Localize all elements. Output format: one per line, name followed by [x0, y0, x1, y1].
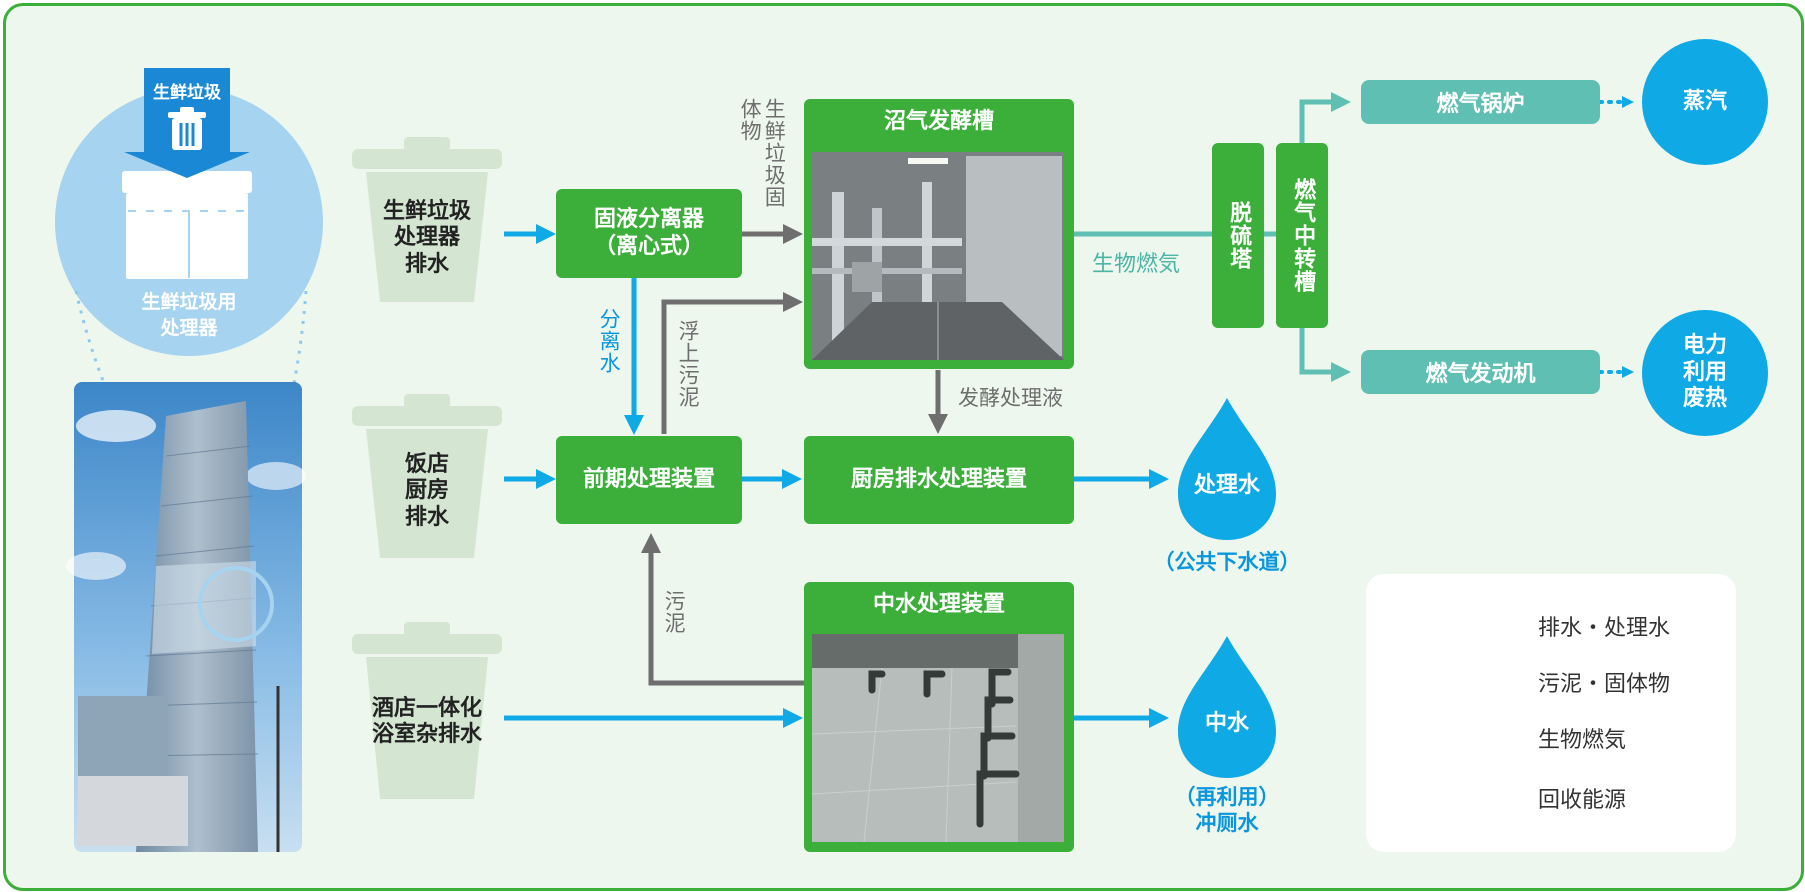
separated-water-label: 分离水 — [597, 308, 622, 374]
floating-sludge-label: 浮上污泥 — [676, 320, 701, 408]
greywater-treatment-label: 中水处理装置 — [872, 592, 1005, 617]
fermentation-label: 沼气发酵槽 — [883, 109, 994, 134]
generator-label: 燃气发动机 — [1425, 362, 1536, 387]
sludge-label: 污泥 — [662, 590, 687, 634]
steam-label: 蒸汽 — [1682, 88, 1727, 114]
generator-box: 燃气发动机 — [1361, 350, 1600, 394]
treated-water-note: （公共下水道） — [1153, 550, 1301, 574]
separator-box: 固液分离器 （离心式） — [556, 189, 742, 278]
disposer-top-label: 生鲜垃圾 — [153, 83, 221, 103]
kitchen-treatment-box: 厨房排水处理装置 — [804, 436, 1074, 524]
pretreatment-box: 前期处理装置 — [556, 436, 742, 524]
trash-icon — [168, 107, 206, 150]
kitchen-treatment-label: 厨房排水处理装置 — [850, 466, 1027, 492]
diagram-frame: 生鲜垃圾 生鲜垃圾用 处理器 生鲜垃圾 处理器 排水 饭店 厨房 排水 酒店一体… — [3, 3, 1804, 891]
boiler-box: 燃气锅炉 — [1361, 80, 1600, 124]
legend: 排水・处理水 污泥・固体物 生物燃気 回收能源 — [1366, 574, 1736, 852]
desulfurization-label: 脱硫塔 — [1226, 201, 1252, 270]
desulfurization-box: 脱硫塔 — [1212, 143, 1264, 328]
fermentation-photo-overlay — [812, 152, 1064, 360]
greywater-note: （再利用） 冲厕水 — [1174, 785, 1280, 836]
source-kitchen-disposer: 生鲜垃圾 处理器 排水 — [382, 199, 471, 277]
greywater-label: 中水 — [1204, 711, 1249, 736]
bin-icon-2 — [352, 394, 502, 558]
legend-item-water: 排水・处理水 — [1538, 616, 1671, 641]
boiler-label: 燃气锅炉 — [1436, 92, 1525, 117]
legend-item-biogas: 生物燃気 — [1538, 728, 1627, 753]
pretreatment-label: 前期处理装置 — [582, 466, 715, 492]
bin-icon-1 — [352, 137, 502, 302]
gas-tank-box: 燃气中转槽 — [1276, 143, 1328, 328]
legend-item-energy: 回收能源 — [1538, 788, 1627, 813]
bin-icon-3 — [352, 622, 502, 799]
water-flows — [504, 224, 1169, 728]
power-heat-circle: 电力 利用 废热 — [1642, 310, 1768, 436]
sludge-flows — [641, 224, 948, 686]
disposer-illustration — [55, 68, 323, 577]
separator-label: 固液分离器 （离心式） — [593, 207, 704, 259]
treated-water-label: 处理水 — [1193, 473, 1260, 498]
solids-label: 生鲜垃圾固体物 — [738, 98, 787, 208]
treated-water-drop — [1178, 398, 1276, 540]
greywater-photo-overlay — [812, 634, 1064, 842]
legend-item-sludge: 污泥・固体物 — [1538, 672, 1671, 697]
source-hotel-bathroom: 酒店一体化 浴室杂排水 — [371, 696, 482, 748]
power-heat-label: 电力 利用 废热 — [1682, 333, 1727, 412]
biogas-label: 生物燃気 — [1092, 252, 1181, 277]
fermentation-liquid-label: 发酵处理液 — [958, 386, 1063, 410]
greywater-drop — [1178, 636, 1276, 778]
building-photo — [66, 382, 306, 852]
disposer-caption: 生鲜垃圾用 处理器 — [141, 291, 237, 339]
energy-flows — [1598, 96, 1634, 378]
gas-tank-label: 燃气中转槽 — [1290, 178, 1316, 293]
source-restaurant-kitchen: 饭店 厨房 排水 — [404, 452, 449, 530]
steam-circle: 蒸汽 — [1642, 39, 1768, 165]
